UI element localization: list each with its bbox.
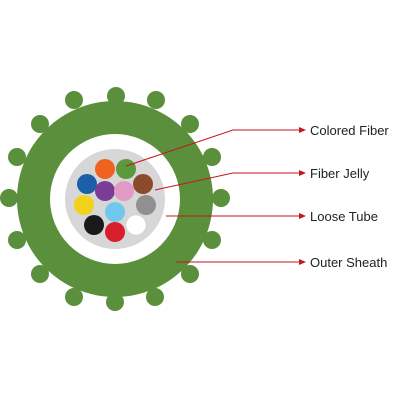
sheath-bump <box>107 87 125 105</box>
grey-fiber <box>136 195 156 215</box>
arrowhead-fiber-jelly <box>299 170 306 176</box>
orange-fiber <box>95 159 115 179</box>
sheath-bump <box>8 148 26 166</box>
sheath-bump <box>181 265 199 283</box>
arrowhead-loose-tube <box>299 213 306 219</box>
leader-line-colored-fiber <box>125 129 300 167</box>
leader-lines <box>125 127 306 265</box>
sheath-bump <box>203 148 221 166</box>
sheath-bump <box>31 265 49 283</box>
sheath-bump <box>212 189 230 207</box>
yellow-fiber <box>74 195 94 215</box>
sheath-bump <box>31 115 49 133</box>
label-fiber-jelly: Fiber Jelly <box>310 166 370 181</box>
sheath-bump <box>65 91 83 109</box>
purple-fiber <box>95 181 115 201</box>
sheath-bump <box>0 189 18 207</box>
label-loose-tube: Loose Tube <box>310 209 378 224</box>
label-colored-fiber: Colored Fiber <box>310 123 389 138</box>
sheath-bump <box>106 293 124 311</box>
leader-line-fiber-jelly <box>154 172 300 191</box>
sheath-bump <box>203 231 221 249</box>
sheath-bump <box>147 91 165 109</box>
green-fiber <box>116 159 136 179</box>
label-outer-sheath: Outer Sheath <box>310 255 387 270</box>
blue-fiber <box>77 174 97 194</box>
colored-fibers <box>74 159 156 242</box>
brown-fiber <box>133 174 153 194</box>
sheath-bump <box>65 288 83 306</box>
white-fiber <box>125 214 147 236</box>
aqua-fiber <box>105 202 125 222</box>
red-fiber <box>105 222 125 242</box>
sheath-bump <box>146 288 164 306</box>
pink-fiber <box>114 181 134 201</box>
arrowhead-outer-sheath <box>299 259 306 265</box>
arrowhead-colored-fiber <box>299 127 306 133</box>
sheath-bump <box>8 231 26 249</box>
sheath-bump <box>181 115 199 133</box>
black-fiber <box>84 215 104 235</box>
